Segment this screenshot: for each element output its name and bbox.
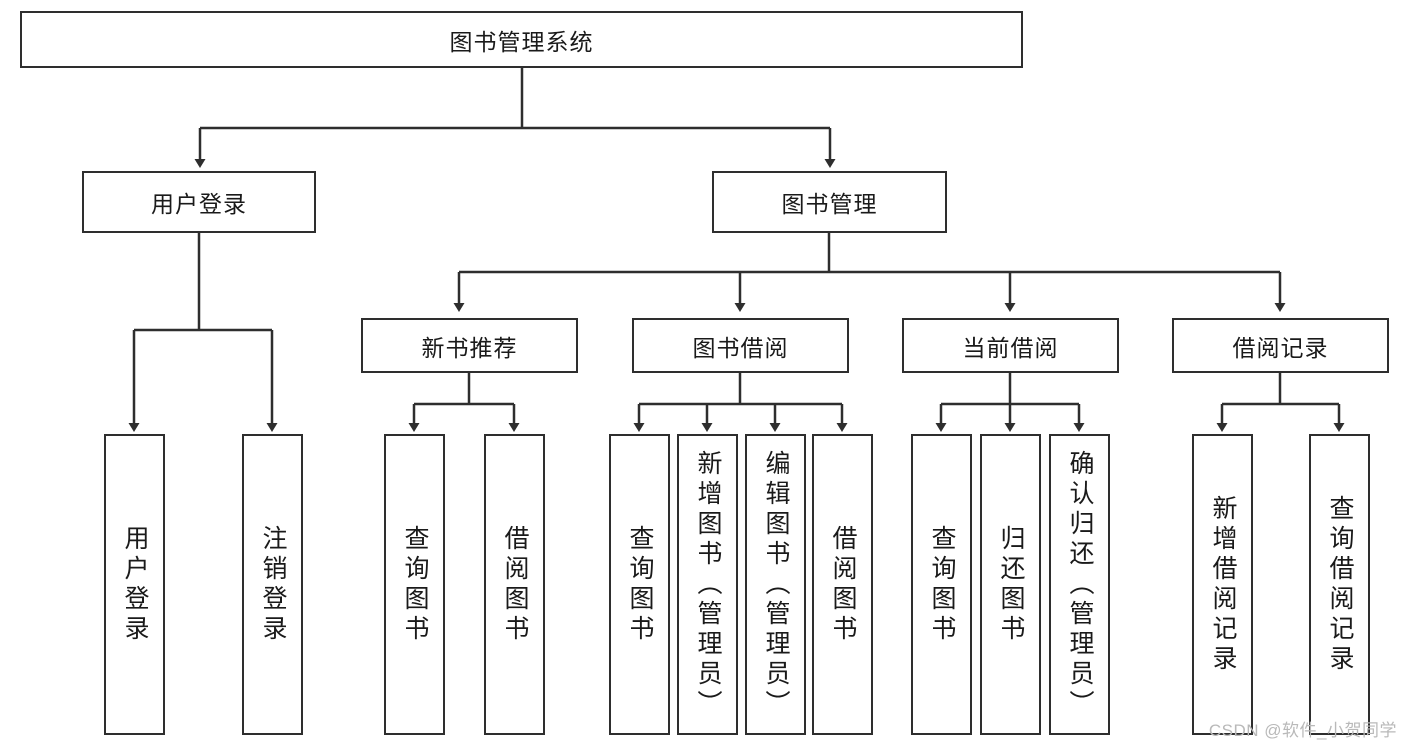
node-leaf-query-book-current[interactable]: 查询图书 xyxy=(911,434,972,735)
node-label: 借阅图书 xyxy=(501,524,529,645)
node-label: 图书借阅 xyxy=(692,334,789,361)
node-borrow-record[interactable]: 借阅记录 xyxy=(1172,318,1389,373)
node-leaf-add-book-admin[interactable]: 新增图书（管理员） xyxy=(677,434,738,735)
node-label: 确认归还（管理员） xyxy=(1066,449,1094,720)
node-label: 借阅记录 xyxy=(1232,334,1329,361)
node-label: 当前借阅 xyxy=(962,334,1059,361)
node-leaf-query-book-recommend[interactable]: 查询图书 xyxy=(384,434,445,735)
node-root-library-management-system[interactable]: 图书管理系统 xyxy=(20,11,1023,68)
node-user-login[interactable]: 用户登录 xyxy=(82,171,316,233)
node-label: 图书管理系统 xyxy=(449,28,594,55)
node-leaf-borrow-book[interactable]: 借阅图书 xyxy=(812,434,873,735)
node-leaf-logout-login[interactable]: 注销登录 xyxy=(242,434,303,735)
node-label: 新增借阅记录 xyxy=(1209,494,1237,675)
node-book-borrow[interactable]: 图书借阅 xyxy=(632,318,849,373)
node-leaf-return-book[interactable]: 归还图书 xyxy=(980,434,1041,735)
node-leaf-user-login[interactable]: 用户登录 xyxy=(104,434,165,735)
node-label: 新书推荐 xyxy=(421,334,518,361)
node-leaf-confirm-return-admin[interactable]: 确认归还（管理员） xyxy=(1049,434,1110,735)
node-label: 查询图书 xyxy=(928,524,956,645)
node-label: 查询借阅记录 xyxy=(1326,494,1354,675)
node-label: 查询图书 xyxy=(401,524,429,645)
node-label: 借阅图书 xyxy=(829,524,857,645)
node-label: 归还图书 xyxy=(997,524,1025,645)
node-leaf-add-borrow-record[interactable]: 新增借阅记录 xyxy=(1192,434,1253,735)
node-book-management[interactable]: 图书管理 xyxy=(712,171,947,233)
node-label: 查询图书 xyxy=(626,524,654,645)
node-label: 用户登录 xyxy=(121,524,149,645)
node-label: 用户登录 xyxy=(151,191,247,217)
node-leaf-edit-book-admin[interactable]: 编辑图书（管理员） xyxy=(745,434,806,735)
node-label: 编辑图书（管理员） xyxy=(762,449,790,720)
node-leaf-query-book-borrow[interactable]: 查询图书 xyxy=(609,434,670,735)
node-leaf-query-borrow-record[interactable]: 查询借阅记录 xyxy=(1309,434,1370,735)
node-current-borrow[interactable]: 当前借阅 xyxy=(902,318,1119,373)
node-leaf-borrow-book-recommend[interactable]: 借阅图书 xyxy=(484,434,545,735)
node-new-book-recommend[interactable]: 新书推荐 xyxy=(361,318,578,373)
node-label: 图书管理 xyxy=(781,191,878,217)
node-label: 新增图书（管理员） xyxy=(694,449,722,720)
node-label: 注销登录 xyxy=(259,524,287,645)
